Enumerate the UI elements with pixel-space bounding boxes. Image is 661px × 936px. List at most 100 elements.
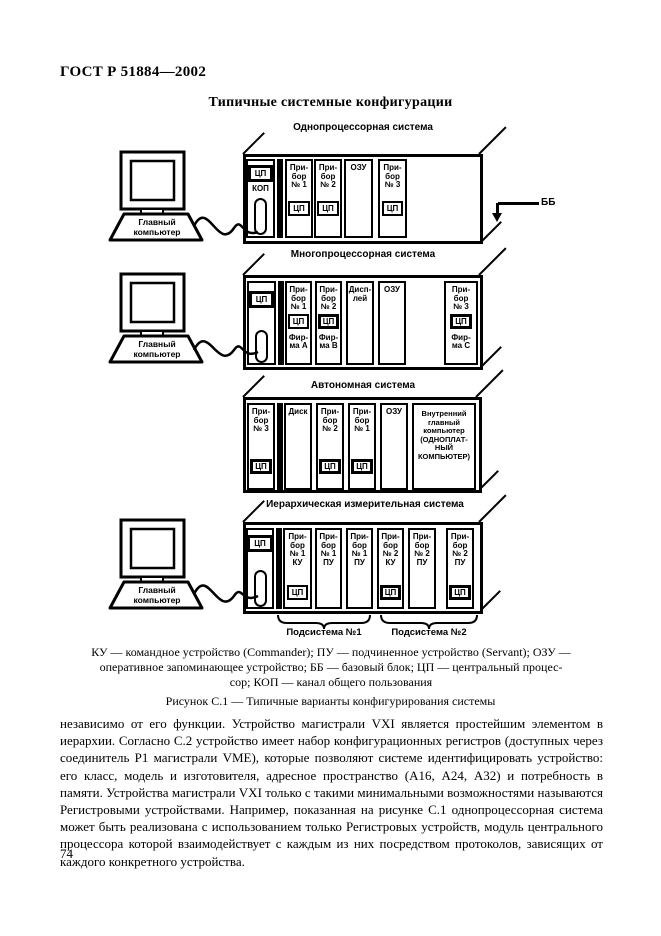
screen-icon [129,527,176,570]
slot-device2-commander: При- бор № 2 КУ ЦП [377,528,404,609]
figure-legend: КУ — командное устройство (Commander); П… [91,645,571,689]
host-computer-label: Главный компьютер [133,585,181,605]
host-computer-label: Главный компьютер [133,339,181,359]
page-number: 74 [60,846,73,861]
computer-base-icon [108,212,204,242]
slot-title: Диск [288,407,308,416]
cpu-chip: ЦП [249,291,274,308]
bb-arrow-icon [492,213,502,222]
slot-device2-servant: При- бор № 2 ПУ [408,528,436,609]
slot-memory: ОЗУ [378,281,406,365]
slot-title: При- бор № 1 КУ [288,532,307,567]
cpu-chip: ЦП [286,585,309,600]
cpu-chip: ЦП [317,313,340,329]
slot-device-2: При- бор № 2 ЦП [316,403,344,490]
slot-title: ОЗУ [384,285,400,294]
slot-title: ОЗУ [386,407,402,416]
slot-title: При- бор № 2 [319,285,338,311]
slot-title: При- бор № 2 ПУ [450,532,470,567]
slot-title: Внутренний главный компьютер (ОДНОПЛАТ- … [417,409,471,461]
cpu-chip: ЦП [317,201,339,216]
body-paragraph: независимо от его функции. Устройство ма… [60,716,603,869]
vendor-label: Фир- ма C [451,332,471,350]
diagram3-label: Автономная система [310,380,416,391]
cpu-chip: ЦП [381,201,404,216]
slot-title: При- бор № 2 ПУ [412,532,432,567]
slot-device-2: При- бор № 2 ЦП [314,159,342,238]
slot-device1-servant: При- бор № 1 ПУ [346,528,373,609]
page-header: ГОСТ Р 51884—2002 [60,64,207,80]
computer-base-icon [108,580,204,610]
slot-device-3: При- бор № 3 ЦП Фир- ма C [444,281,478,365]
slot-title: При- бор № 2 [320,407,340,433]
slot-title: При- бор № 3 [451,285,471,311]
cpu-chip: ЦП [288,201,310,216]
slot-cpu-controller: ЦП [246,528,274,609]
cable-icon [192,340,259,357]
slot-device-1: При- бор № 1 ЦП [348,403,376,490]
cable-icon [192,216,259,236]
slot-title: При- бор № 1 [352,407,372,433]
cpu-chip: ЦП [287,313,310,329]
slot-title: При- бор № 1 [289,163,309,189]
cpu-chip: ЦП [449,585,471,600]
slot-memory: ОЗУ [380,403,408,490]
slot-title: ОЗУ [350,163,367,172]
slot-device1-servant: При- бор № 1 ПУ [315,528,342,609]
slot-memory: ОЗУ [344,159,373,238]
slot-device-3: При- бор № 3 ЦП [247,403,275,490]
screen-icon [129,281,176,324]
slot-title: При- бор № 3 [251,407,271,433]
bb-label: ББ [541,197,556,208]
slot-device1-commander: При- бор № 1 КУ ЦП [283,528,312,609]
slot-device-2: При- бор № 2 ЦП Фир- ма B [315,281,342,365]
cpu-chip: ЦП [248,535,272,552]
slot-device-1: При- бор № 1 ЦП Фир- ма A [285,281,312,365]
diagram2-label: Многопроцессорная система [290,249,436,260]
figure-caption: Рисунок С.1 — Типичные варианты конфигур… [165,694,496,708]
subsystem1-brace-icon [277,615,371,630]
cable-connector-icon [255,330,268,363]
cpu-chip: ЦП [351,459,373,474]
host-computer-icon [108,272,204,364]
slot-device-3: При- бор № 3 ЦП [378,159,407,238]
cpu-chip: ЦП [250,459,272,474]
host-computer-icon [108,150,204,242]
bb-callout-line [498,202,539,205]
slot-display: Дисп- лей [346,281,374,365]
screen-icon [129,159,176,202]
slot-title: При- бор № 1 ПУ [319,532,338,567]
slot-separator-bar [278,281,284,365]
chassis-3: При- бор № 3 ЦП Диск При- бор № 2 ЦП При… [243,397,482,493]
figure-title: Типичные системные конфигурации [208,95,453,110]
slot-title: При- бор № 1 [289,285,308,311]
slot-device2-servant: При- бор № 2 ПУ ЦП [446,528,474,609]
slot-disk: Диск [284,403,312,490]
chassis-4: ЦП При- бор № 1 КУ ЦП При- бор № 1 ПУ Пр… [243,522,483,614]
slot-internal-host-computer: Внутренний главный компьютер (ОДНОПЛАТ- … [412,403,476,490]
cpu-chip: ЦП [450,313,472,329]
slot-cpu-controller: ЦП КОП [246,159,275,238]
subsystem1-label: Подсистема №1 [286,627,362,638]
computer-base-icon [108,334,204,364]
bb-callout-line [496,203,499,214]
chassis-1: ЦП КОП При- бор № 1 ЦП При- бор № 2 ЦП О… [243,154,483,244]
gpib-label: КОП [252,184,269,193]
host-computer-icon [108,518,204,610]
cpu-chip: ЦП [319,459,341,474]
cable-connector-icon [254,197,267,235]
diagram4-label: Иерархическая измерительная система [266,499,464,510]
slot-title: При- бор № 2 КУ [381,532,400,567]
slot-separator-bar [277,159,283,238]
host-computer-label: Главный компьютер [133,217,181,237]
slot-title: При- бор № 3 [383,163,402,189]
cpu-chip: ЦП [379,585,402,600]
subsystem2-label: Подсистема №2 [391,627,467,638]
slot-title: При- бор № 1 ПУ [350,532,369,567]
slot-device-1: При- бор № 1 ЦП [285,159,313,238]
slot-cpu-controller: ЦП [247,281,276,365]
cpu-chip: ЦП [248,165,273,182]
slot-title: При- бор № 2 [318,163,338,189]
vendor-label: Фир- ма A [288,332,309,350]
